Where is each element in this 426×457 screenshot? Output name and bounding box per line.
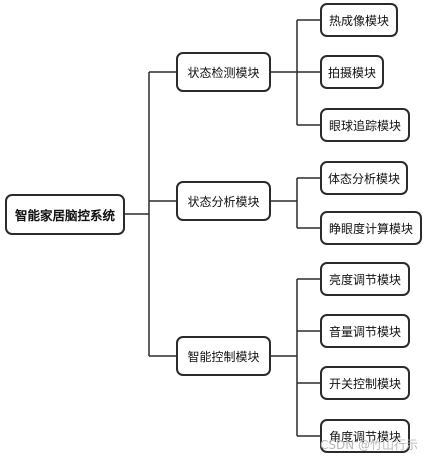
submodule-volume: 音量调节模块 [320,314,410,348]
submodule-angle: 角度调节模块 [320,419,410,453]
submodule-label: 亮度调节模块 [328,272,401,287]
submodule-thermal-imaging: 热成像模块 [320,3,398,37]
submodule-label: 热成像模块 [328,13,389,28]
submodule-brightness: 亮度调节模块 [320,262,410,296]
module-label: 状态分析模块 [187,194,260,209]
root-node: 智能家居脑控系统 [5,194,125,235]
module-state-detection: 状态检测模块 [176,52,271,92]
watermark: CSDN @竹山行示 [319,438,418,452]
submodule-eye-tracking: 眼球追踪模块 [320,108,410,142]
submodule-capture: 拍摄模块 [320,55,384,89]
module-label: 状态检测模块 [187,65,260,80]
submodule-label: 睁眼度计算模块 [328,221,413,236]
module-state-analysis: 状态分析模块 [176,181,271,221]
root-label: 智能家居脑控系统 [14,208,115,223]
module-smart-control: 智能控制模块 [176,336,271,376]
submodule-label: 体态分析模块 [327,171,400,186]
submodule-label: 拍摄模块 [327,65,376,80]
submodule-label: 角度调节模块 [328,429,401,444]
submodule-posture-analysis: 体态分析模块 [320,161,408,195]
module-label: 智能控制模块 [187,349,260,364]
submodule-label: 音量调节模块 [328,324,401,339]
submodule-eye-openness: 睁眼度计算模块 [320,211,422,245]
submodule-switch-control: 开关控制模块 [320,366,410,400]
submodule-label: 眼球追踪模块 [328,118,401,133]
submodule-label: 开关控制模块 [328,376,401,391]
